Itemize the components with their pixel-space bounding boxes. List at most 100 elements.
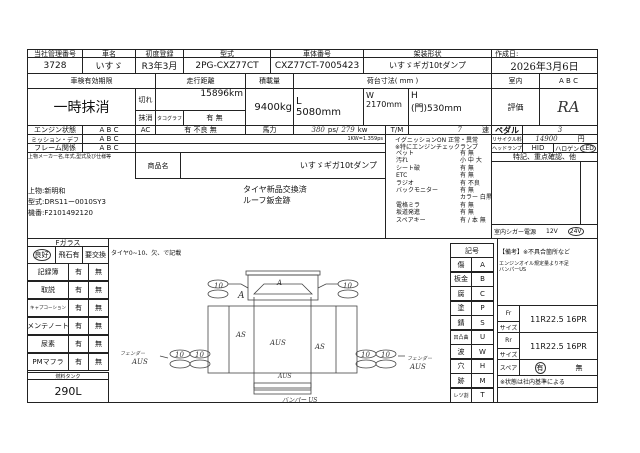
glass-item-label: メンテノート: [27, 317, 69, 335]
glass-item-yes[interactable]: 有: [68, 299, 89, 317]
glass-item-no[interactable]: 無: [88, 317, 109, 335]
equipment-label: [396, 194, 454, 201]
equipment-label: 電格ミラ: [396, 201, 421, 209]
equipment-item: 電格ミラ有 無: [396, 202, 492, 209]
equipment-label: 坂道発進: [396, 209, 421, 217]
halogen: ハロゲン: [555, 145, 580, 153]
glass-good-label: 良好: [32, 249, 51, 261]
equipment-item: ペット有 無: [396, 150, 492, 157]
glass-item-yes[interactable]: 有: [68, 335, 89, 353]
speeds: 7: [457, 126, 462, 134]
interior-grade: A B C: [539, 73, 598, 89]
glass-item-label: 記録簿: [27, 263, 69, 281]
equipment-label: ETC: [396, 172, 408, 180]
label-maker: 上物メーカー名,年式,型式及び仕様等: [28, 154, 112, 160]
speed-unit: 速: [482, 126, 489, 134]
glass-item-no[interactable]: 無: [88, 299, 109, 317]
glass-item-no[interactable]: 無: [88, 263, 109, 281]
legend-code: T: [471, 387, 494, 403]
glass-chipped: 飛石有: [55, 246, 83, 264]
tire-rl2: 10: [195, 351, 204, 359]
mileage-value: 15896km: [155, 88, 246, 111]
fr-size: 11R22.5 16PR: [519, 305, 598, 333]
tire-rl1: 10: [175, 351, 184, 359]
check-lamp-note: ※特にエンジンチェックランプ: [395, 144, 478, 151]
legend-term: 穴: [450, 358, 472, 374]
label-bed-size: 荷台寸法( mm ): [293, 73, 492, 89]
width-value: 2170mm: [366, 100, 402, 109]
v24: 24V: [567, 227, 584, 236]
fender-right-mark: AUS: [410, 363, 426, 371]
body-model: 型式:DRS11ー0010SY3: [28, 198, 106, 206]
glass-item-no[interactable]: 無: [88, 281, 109, 299]
legend-code: M: [471, 373, 494, 388]
legend-code: P: [471, 300, 494, 316]
equipment-value: 有 / 本 無: [460, 216, 486, 224]
legend-term: 波: [450, 344, 472, 359]
glass-replace: 要交換: [82, 246, 109, 264]
product-name: いすゞギガ10tダンプ: [180, 152, 386, 179]
ps-unit: ps/: [327, 126, 339, 134]
v12: 12V: [546, 228, 558, 235]
body-notes: タイヤ新品交換済ルーフ鈑金跡: [243, 184, 307, 206]
windshield: [253, 283, 313, 295]
equipment-item: カラー 白黒: [396, 194, 492, 201]
tire-rr2: 10: [381, 351, 390, 359]
equipment-label: シート破: [396, 164, 421, 172]
remark-oil: エンジンオイル規定量より不足: [499, 261, 569, 267]
bed: [207, 305, 358, 374]
equipment-item: 坂道発進 有 無: [396, 209, 492, 216]
fender-left-label: フェンダー: [120, 351, 146, 357]
tire-fl: 10: [214, 282, 223, 290]
tire-fr: 10: [343, 282, 352, 290]
recycle-value: 14900: [535, 135, 558, 143]
yen: 円: [577, 135, 585, 143]
label-expired: 切れ: [135, 88, 156, 111]
label-cigar: 室内シガー電源: [494, 229, 537, 236]
legend-term: 跡: [450, 373, 472, 388]
glass-item-label: PMマフラ: [27, 353, 69, 371]
bumper-mark: バンパー US: [282, 397, 318, 404]
legend-term: 錆: [450, 315, 472, 330]
equipment-value: カラー 白黒: [460, 194, 492, 202]
equipment-label: ラジオ: [396, 179, 414, 187]
equipment-label: 汚れ: [396, 157, 409, 165]
glass-item-label: 尿素: [27, 335, 69, 353]
glass-item-no[interactable]: 無: [88, 335, 109, 353]
mark-right: AS: [315, 343, 325, 351]
remark-bumper: バンパーUS: [499, 267, 527, 273]
glass-item-yes[interactable]: 有: [68, 317, 89, 335]
spare-no: 無: [575, 363, 583, 372]
glass-item-yes[interactable]: 有: [68, 263, 89, 281]
label-load: 積載量: [245, 73, 294, 89]
equipment-value: 有 無: [460, 150, 474, 157]
equipment-item: バックモニター有 無: [396, 187, 492, 194]
first-reg: R3年3月: [135, 57, 184, 74]
glass-item-yes[interactable]: 有: [68, 281, 89, 299]
bumper: [253, 389, 312, 395]
equipment-item: 汚れ小 中 大: [396, 157, 492, 164]
hp-kw: 279: [341, 126, 355, 134]
glass-item-label: キャプコーション: [27, 299, 69, 317]
mark-windshield: A: [277, 279, 283, 287]
fender-right-label: フェンダー: [407, 356, 433, 362]
remarks-title: 【備考】※不具合箇所など: [499, 249, 571, 256]
equipment-value: 有 無: [460, 209, 474, 217]
equipment-label: スペアキー: [396, 216, 426, 224]
special-side-box: [580, 161, 598, 225]
legend-term: 塗: [450, 300, 472, 316]
height-cell: H(門)530mm: [408, 88, 492, 126]
height-label: H: [411, 91, 418, 101]
glass-item-no[interactable]: 無: [88, 353, 109, 371]
chassis-no: CXZ77CT-7005423: [270, 57, 364, 74]
load-value: 9400kg: [245, 88, 294, 126]
label-product: 商品名: [135, 152, 181, 179]
equipment-item: シート破有 無: [396, 165, 492, 172]
glass-item-yes[interactable]: 有: [68, 353, 89, 371]
legend-term: 板金: [450, 271, 472, 287]
equipment-item: スペアキー 有 / 本 無: [396, 217, 492, 224]
width-label: W: [366, 91, 374, 100]
